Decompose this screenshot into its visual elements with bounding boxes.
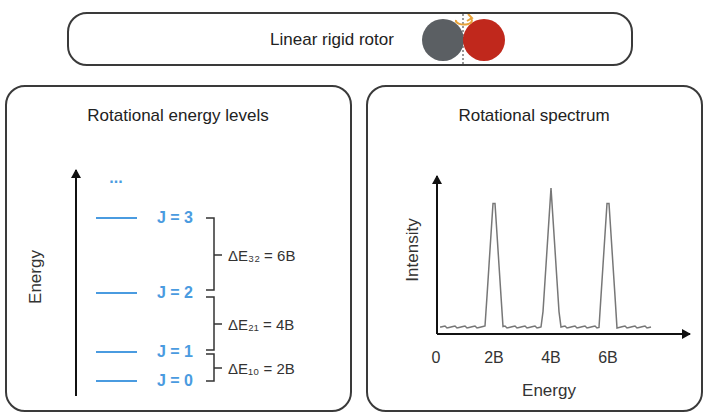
tick-label: 4B bbox=[541, 349, 561, 367]
energy-gap: ΔE₃₂ = 6B bbox=[228, 247, 295, 264]
level-label: J = 1 bbox=[157, 343, 193, 361]
axis-label: Energy bbox=[522, 381, 576, 401]
tick-label: 6B bbox=[598, 349, 618, 367]
tick-label: 0 bbox=[432, 349, 441, 367]
heading: Rotational spectrum bbox=[458, 106, 609, 126]
spectrum-trace bbox=[440, 188, 651, 328]
axis-label: Energy bbox=[26, 250, 46, 304]
heading: Rotational energy levels bbox=[87, 106, 268, 126]
energy-axis bbox=[437, 333, 690, 335]
molecule bbox=[422, 14, 505, 64]
title-box: Linear rigid rotor bbox=[67, 12, 633, 66]
level-label: J = 2 bbox=[157, 284, 193, 302]
axis-label: Intensity bbox=[403, 218, 423, 281]
tick-label: 2B bbox=[484, 349, 504, 367]
panel: Rotational energy levels bbox=[5, 85, 352, 412]
level-label: J = 3 bbox=[157, 209, 193, 227]
ellipsis: ... bbox=[109, 169, 122, 187]
energy-levels bbox=[96, 218, 137, 381]
heading: Linear rigid rotor bbox=[270, 30, 394, 50]
energy-gap: ΔE₁₀ = 2B bbox=[228, 360, 295, 377]
brackets bbox=[206, 218, 222, 381]
energy-axis bbox=[75, 170, 77, 396]
intensity-axis bbox=[436, 176, 438, 334]
energy-gap: ΔE₂₁ = 4B bbox=[228, 316, 294, 333]
level-label: J = 0 bbox=[157, 372, 193, 390]
